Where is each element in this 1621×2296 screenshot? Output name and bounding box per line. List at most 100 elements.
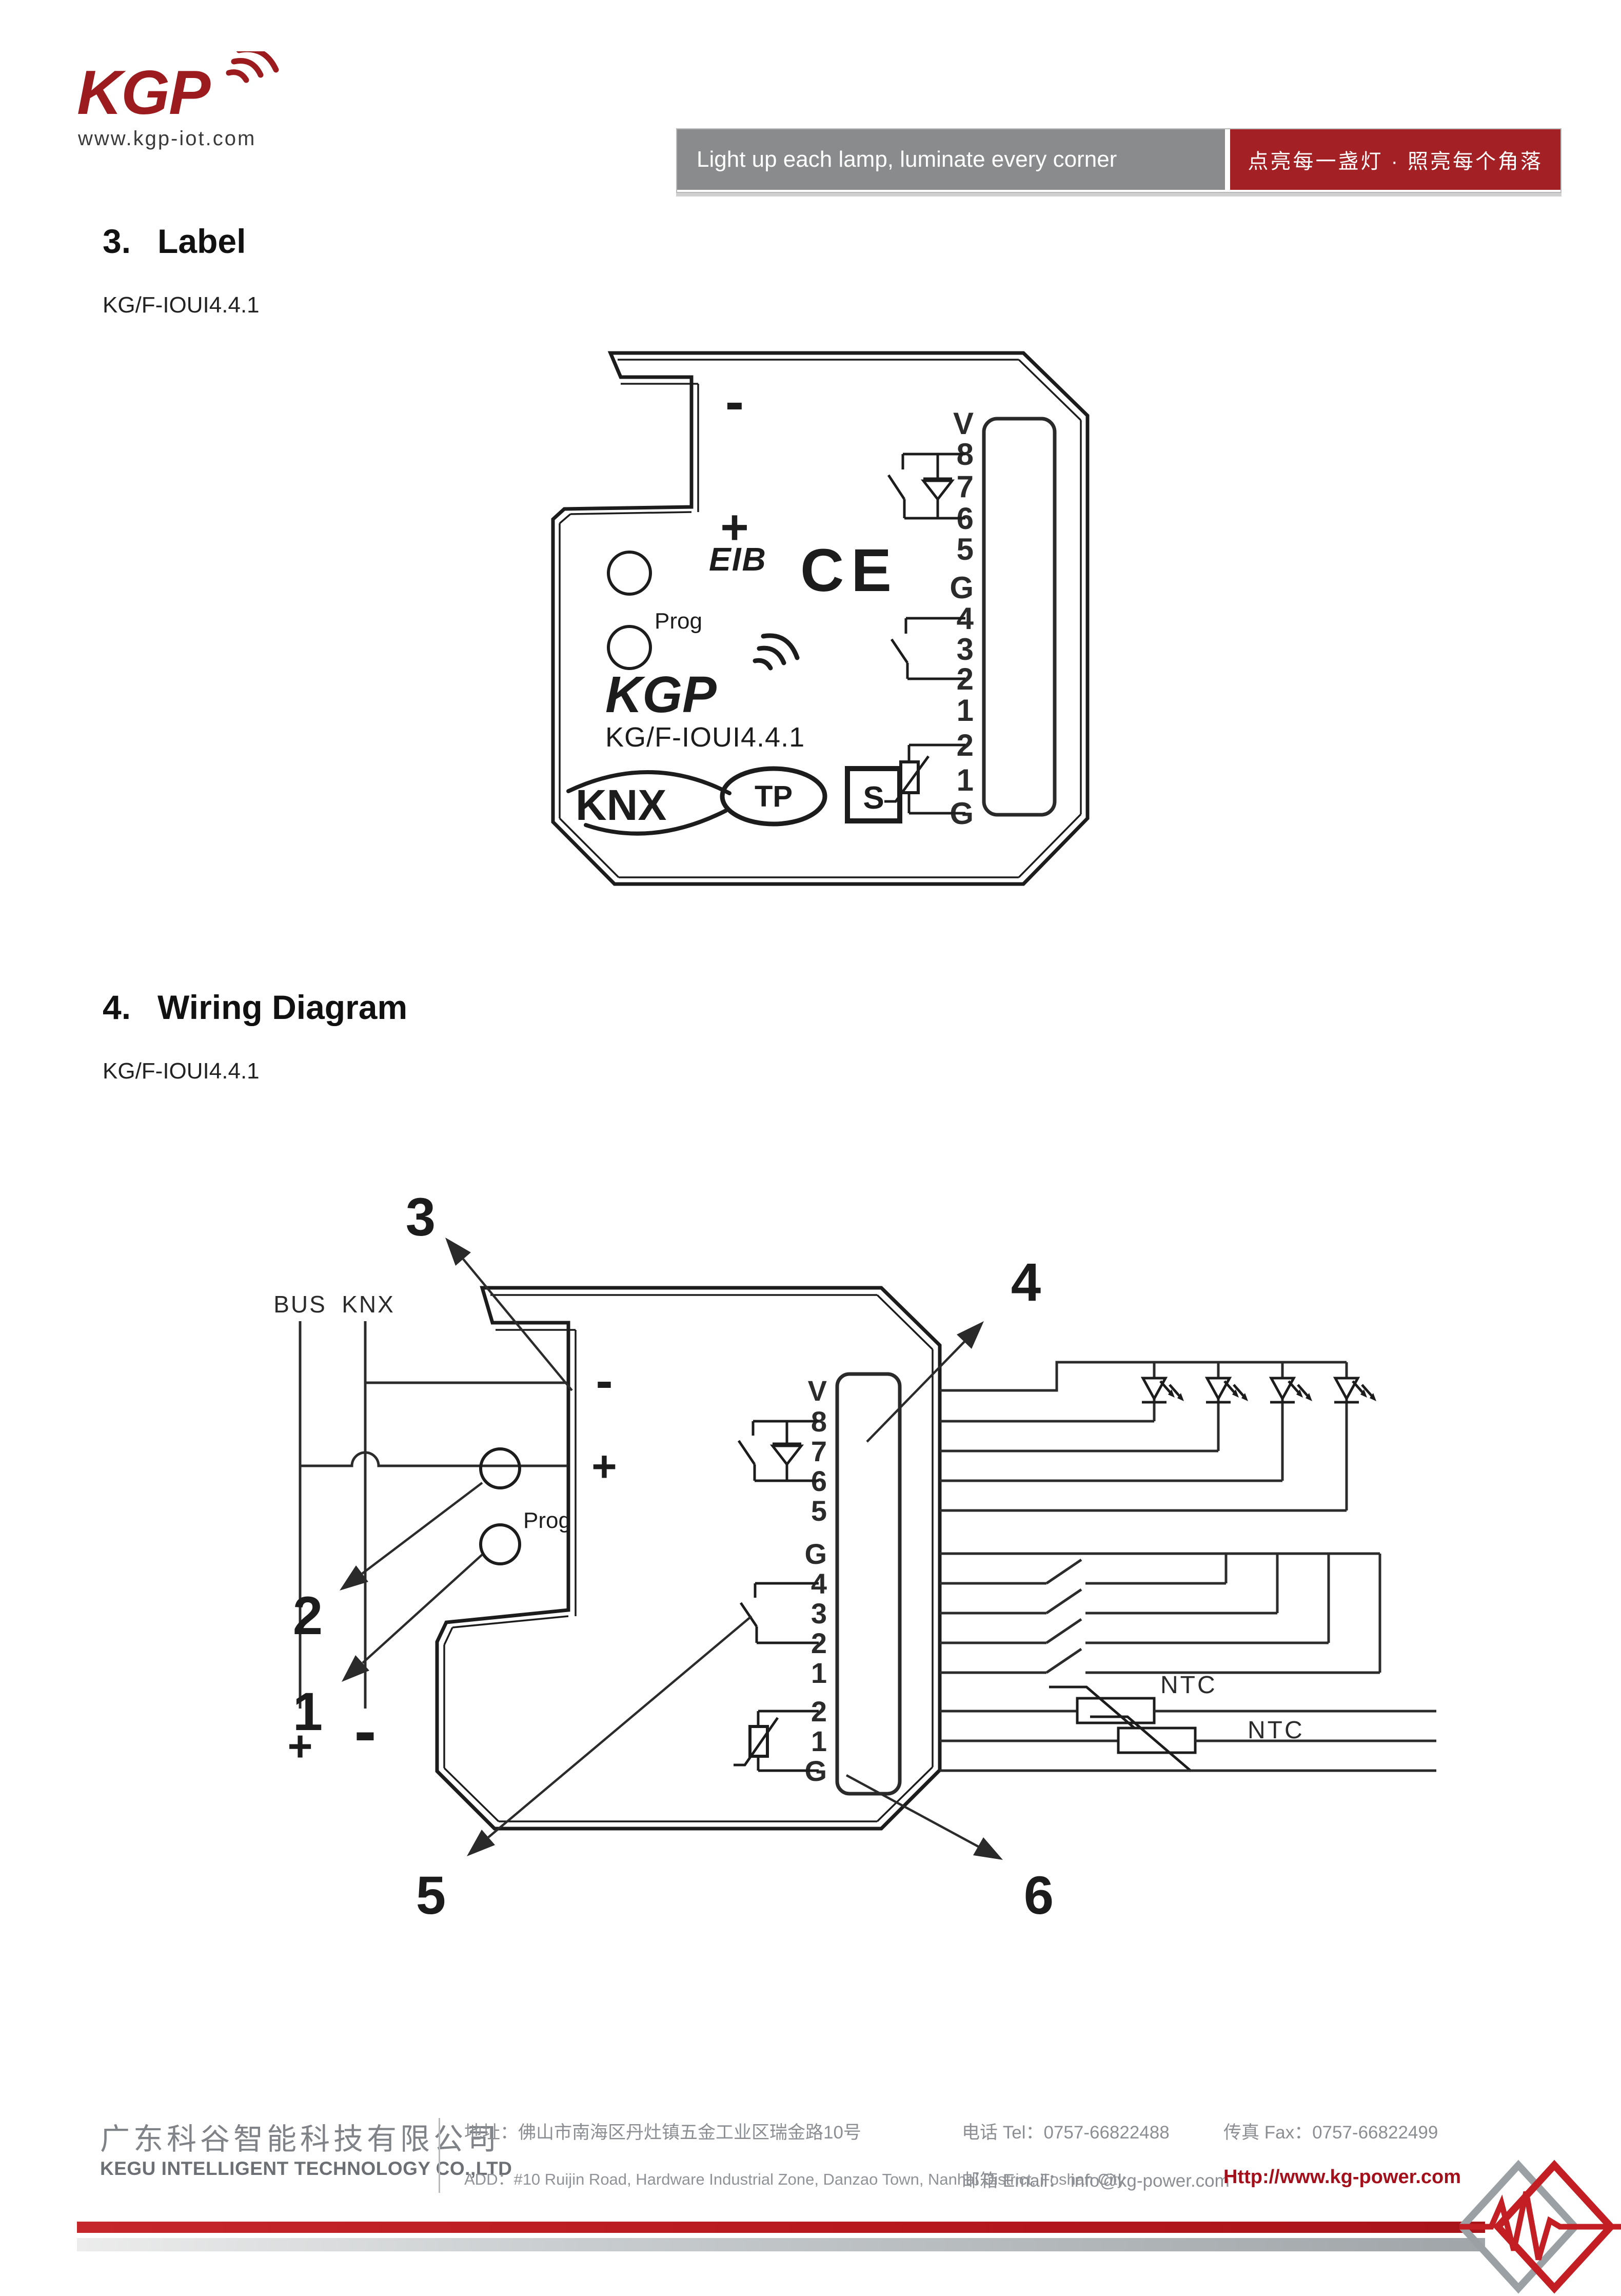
led-bank-wiring — [940, 1361, 1348, 1512]
led-icon — [1140, 1377, 1184, 1404]
label-diagram: - + Prog EIB CE KGP KG/F-IOUI4.4.1 KNX T… — [551, 351, 1090, 886]
led-symbols — [1140, 1377, 1376, 1404]
bus-label: BUS — [273, 1291, 327, 1318]
terminal-label: G — [804, 1538, 827, 1570]
callout-numbers: 3 4 2 1 5 6 — [293, 1187, 1054, 1924]
prog-led-icon — [479, 1447, 521, 1489]
device-wifi-waves-icon — [753, 633, 800, 671]
section-wiring-heading: 4.Wiring Diagram — [103, 988, 407, 1027]
label-model-code: KG/F-IOUI4.4.1 — [103, 292, 260, 318]
ntc-label: NTC — [1160, 1672, 1217, 1699]
callout-4: 4 — [1011, 1252, 1041, 1312]
terminal-strip — [982, 417, 1057, 817]
prog-led-and-button — [607, 551, 652, 670]
ntc-channel-symbol-group3 — [884, 743, 965, 815]
kgp-logo-icon: KGP — [77, 51, 279, 127]
ntc-channel-symbol-group3 — [734, 1710, 819, 1772]
arrowhead-icon — [957, 1321, 984, 1349]
ntc-label: NTC — [1248, 1717, 1304, 1744]
ce-mark-icon: CE — [800, 537, 899, 604]
terminal-label: 5 — [811, 1495, 827, 1527]
callout-1: 1 — [293, 1682, 323, 1742]
callout-2: 2 — [293, 1586, 323, 1646]
kgp-logo-text: KGP — [77, 57, 211, 127]
wifi-waves-icon — [226, 51, 279, 83]
section-number: 4. — [103, 988, 131, 1026]
footer-address-en: ADD：#10 Ruijin Road, Hardware Industrial… — [464, 2170, 1125, 2188]
section-title: Label — [157, 222, 246, 260]
arrowhead-icon — [342, 1655, 369, 1682]
terminal-label: 1 — [957, 693, 974, 728]
arrowhead-icon — [445, 1238, 471, 1266]
thermistor-icon — [899, 760, 920, 794]
arrowhead-icon — [467, 1830, 495, 1856]
prog-label: Prog — [655, 609, 702, 634]
device-model-text: KG/F-IOUI4.4.1 — [605, 722, 805, 753]
prog-button-icon — [607, 625, 652, 670]
prog-led-icon — [607, 551, 652, 596]
header-website: www.kgp-iot.com — [78, 127, 256, 150]
arrowhead-icon — [340, 1565, 368, 1591]
output-channel-symbol-group1 — [887, 453, 965, 520]
switch-bank-wiring — [940, 1552, 1381, 1674]
pulse-line-icon — [1459, 2191, 1621, 2261]
s-label: S — [863, 780, 884, 816]
footer-red-bar — [77, 2222, 1485, 2233]
label-device-outline — [551, 351, 1090, 886]
bus-plus-mark: + — [287, 1722, 312, 1770]
diode-icon — [920, 479, 955, 502]
switch-icon — [1045, 1588, 1082, 1615]
footer-company-en: KEGU INTELLIGENT TECHNOLOGY CO.,LTD — [100, 2158, 512, 2179]
bus-wires — [299, 1321, 567, 1709]
knx-logo: KNX — [576, 781, 666, 829]
footer-divider — [439, 2118, 440, 2193]
prog-label: Prog — [523, 1508, 571, 1533]
wiring-terminal-column: V 8 7 6 5 G 4 3 2 1 2 1 G — [804, 1375, 827, 1787]
terminal-label: V — [808, 1375, 827, 1407]
diode-icon — [769, 1444, 804, 1467]
tp-label: TP — [755, 780, 793, 813]
wiring-prog-group — [479, 1447, 521, 1565]
bus-minus-mark: - — [354, 1693, 376, 1768]
terminal-label: 7 — [957, 469, 974, 504]
terminal-label: 3 — [811, 1597, 827, 1630]
output-channel-symbol-group1 — [737, 1420, 819, 1482]
callout-5: 5 — [416, 1866, 446, 1924]
led-icon — [1333, 1377, 1376, 1404]
tp-ellipse-icon — [720, 766, 827, 827]
footer-address-zh: 地址：佛山市南海区丹灶镇五金工业区瑞金路10号 — [464, 2123, 861, 2143]
wiring-device-outline — [435, 1286, 942, 1831]
led-icon — [1204, 1377, 1248, 1404]
callout-3: 3 — [406, 1187, 436, 1247]
eib-logo: EIB — [709, 541, 767, 578]
terminal-label: 3 — [957, 632, 974, 666]
input-channel-symbol-group2 — [739, 1582, 819, 1644]
callout-leader-lines — [361, 1258, 979, 1848]
terminal-strip — [835, 1372, 902, 1796]
device-plus-mark: + — [591, 1442, 617, 1491]
label-terminal-column: V 8 7 6 5 G 4 3 2 1 2 1 G — [950, 406, 974, 831]
ntc-sensor-wiring — [940, 1685, 1436, 1772]
callout-arrowheads — [340, 1238, 1003, 1860]
label-plus-mark: + — [720, 500, 748, 555]
footer-fax: 传真 Fax：0757-66822499 — [1223, 2123, 1438, 2143]
terminal-label: V — [953, 406, 974, 441]
header-tagline-banner: Light up each lamp, luminate every corne… — [676, 128, 1561, 193]
switch-icon — [1045, 1618, 1082, 1644]
label-minus-mark: - — [725, 370, 744, 433]
knx-label: KNX — [342, 1291, 395, 1318]
terminal-label: 1 — [811, 1725, 827, 1757]
switch-icon — [1045, 1558, 1082, 1585]
callout-6: 6 — [1024, 1866, 1054, 1924]
switch-icon — [1045, 1647, 1082, 1674]
terminal-label: 5 — [957, 532, 974, 566]
led-icon — [1269, 1377, 1312, 1404]
footer-website[interactable]: Http://www.kg-power.com — [1223, 2166, 1461, 2188]
section-label-heading: 3.Label — [103, 222, 246, 261]
footer-company-zh: 广东科谷智能科技有限公司 — [100, 2123, 501, 2156]
wiring-diagram: BUS KNX + - - + Prog V 8 7 6 5 G 4 — [273, 1187, 1436, 1924]
arrowhead-icon — [973, 1837, 1003, 1860]
footer-tel: 电话 Tel：0757-66822488 — [962, 2123, 1170, 2143]
terminal-label: G — [950, 571, 974, 605]
